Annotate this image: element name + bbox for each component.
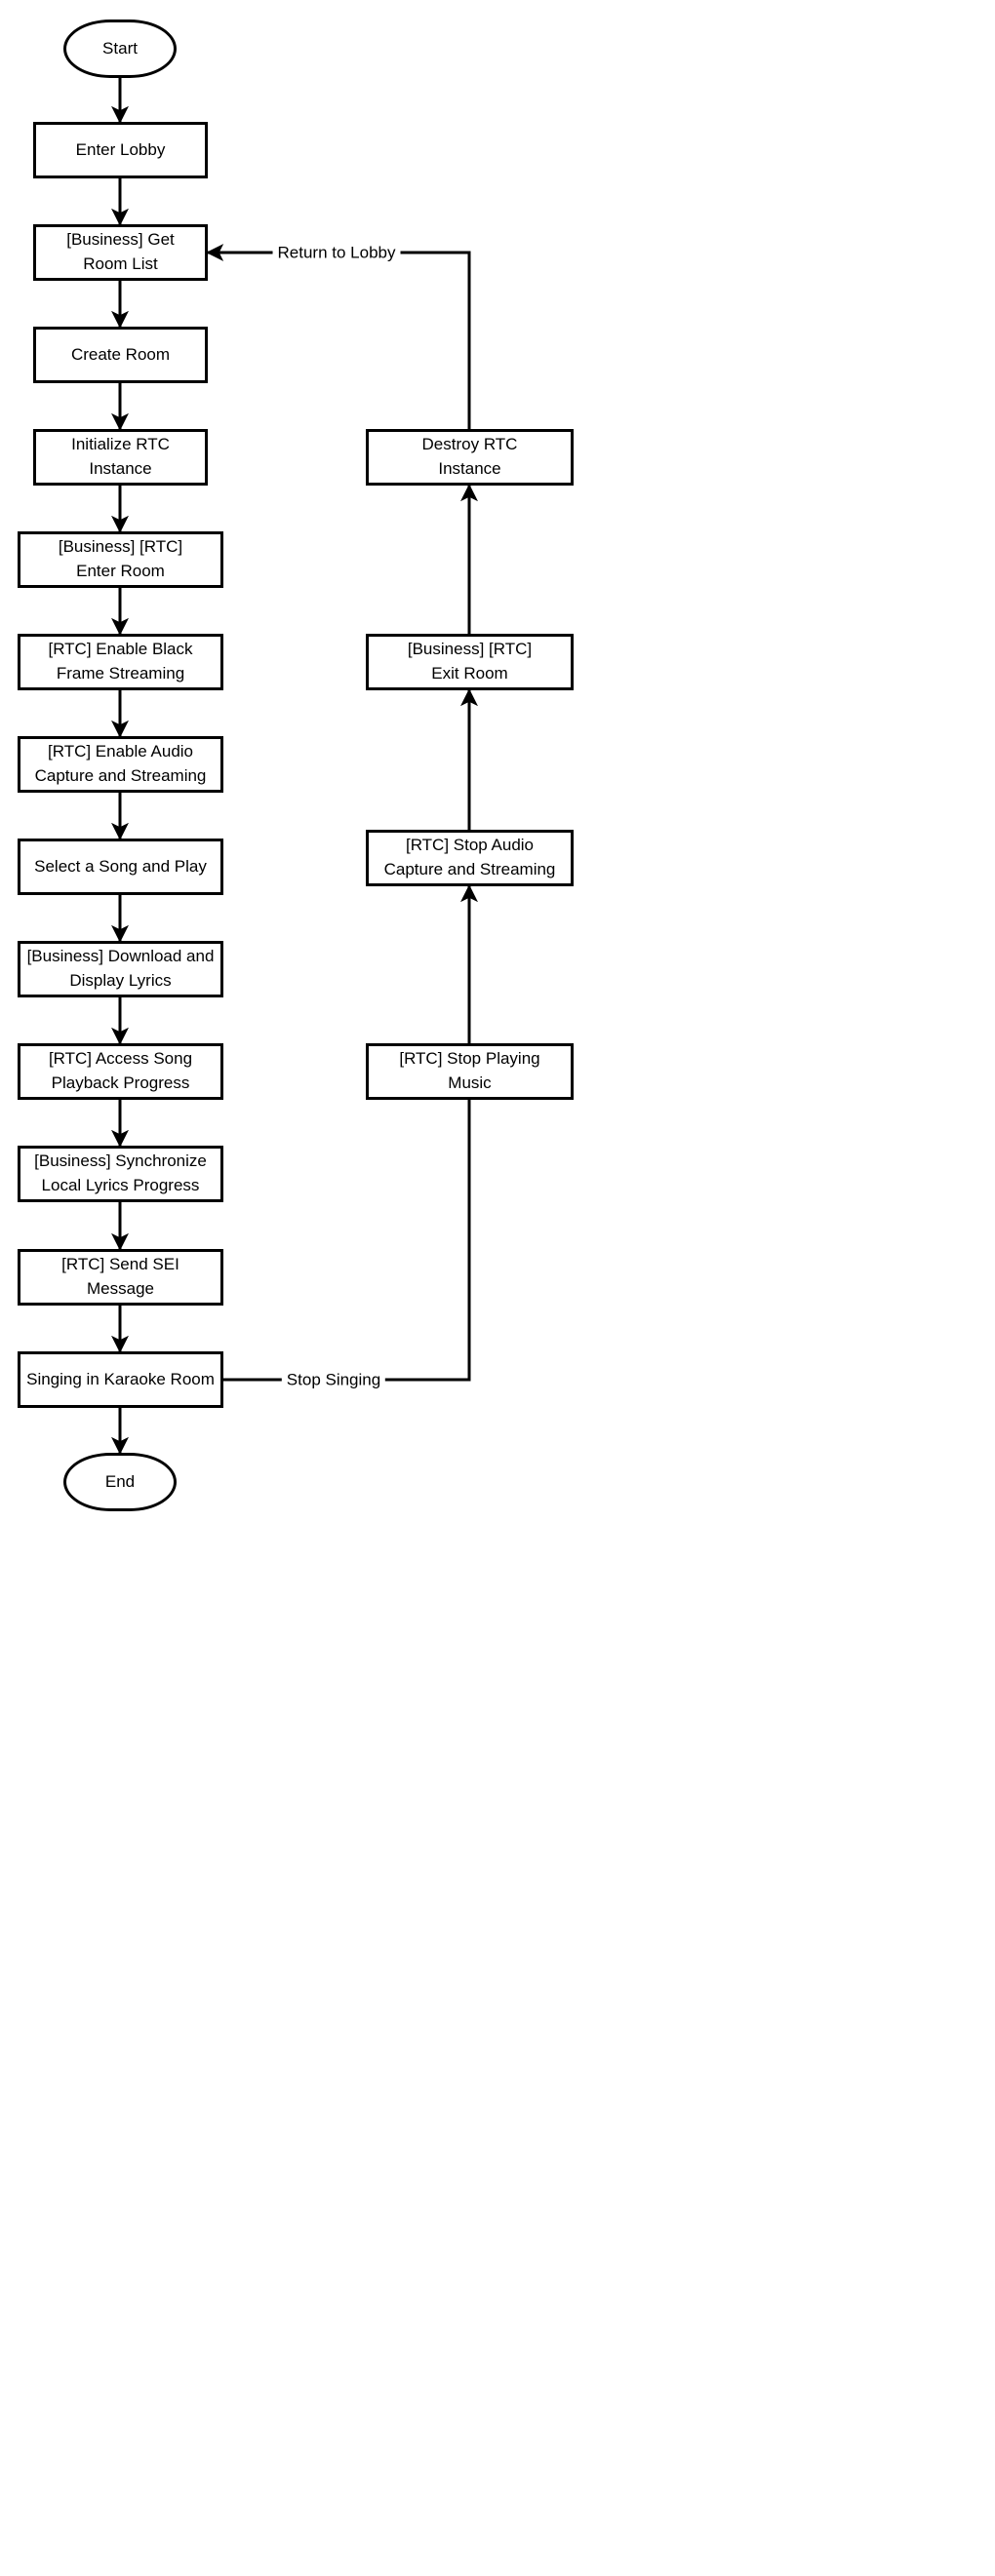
node-stop-playing-music[interactable]: [RTC] Stop Playing Music bbox=[366, 1043, 574, 1100]
node-send-sei-message[interactable]: [RTC] Send SEI Message bbox=[18, 1249, 223, 1306]
node-initialize-rtc-instance[interactable]: Initialize RTC Instance bbox=[33, 429, 208, 486]
node-destroy-rtc-instance[interactable]: Destroy RTC Instance bbox=[366, 429, 574, 486]
node-download-and-display-lyrics[interactable]: [Business] Download and Display Lyrics bbox=[18, 941, 223, 997]
node-enter-lobby[interactable]: Enter Lobby bbox=[33, 122, 208, 178]
node-synchronize-local-lyrics-progress[interactable]: [Business] Synchronize Local Lyrics Prog… bbox=[18, 1146, 223, 1202]
node-stop-audio-capture[interactable]: [RTC] Stop Audio Capture and Streaming bbox=[366, 830, 574, 886]
node-get-room-list[interactable]: [Business] Get Room List bbox=[33, 224, 208, 281]
node-start[interactable]: Start bbox=[63, 20, 177, 78]
node-enter-room[interactable]: [Business] [RTC] Enter Room bbox=[18, 531, 223, 588]
node-enable-audio-capture[interactable]: [RTC] Enable Audio Capture and Streaming bbox=[18, 736, 223, 793]
node-access-song-playback-progress[interactable]: [RTC] Access Song Playback Progress bbox=[18, 1043, 223, 1100]
node-create-room[interactable]: Create Room bbox=[33, 327, 208, 383]
node-singing-in-karaoke-room[interactable]: Singing in Karaoke Room bbox=[18, 1351, 223, 1408]
node-exit-room[interactable]: [Business] [RTC] Exit Room bbox=[366, 634, 574, 690]
edge-label-stop-singing: Stop Singing bbox=[281, 1369, 386, 1390]
edge-label-return-to-lobby: Return to Lobby bbox=[272, 242, 401, 263]
edge-singing-to-stop-music bbox=[223, 1100, 471, 1382]
node-end[interactable]: End bbox=[63, 1453, 177, 1511]
node-enable-black-frame-streaming[interactable]: [RTC] Enable Black Frame Streaming bbox=[18, 634, 223, 690]
edge-destroy-rtc-to-get-room-list bbox=[206, 244, 471, 429]
node-select-a-song-and-play[interactable]: Select a Song and Play bbox=[18, 839, 223, 895]
